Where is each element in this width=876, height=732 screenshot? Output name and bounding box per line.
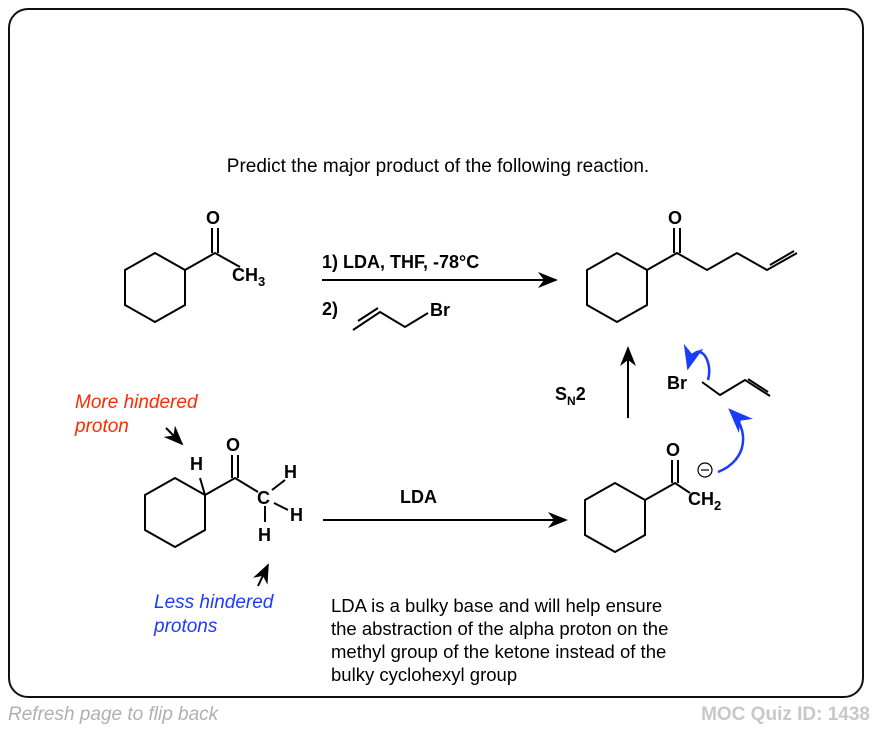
alpha-carbon: C [257, 488, 270, 508]
step2-label: 2) [322, 299, 338, 319]
h-methyl-3: H [258, 525, 271, 545]
quiz-id: MOC Quiz ID: 1438 [701, 704, 870, 725]
h-methyl-1: H [284, 462, 297, 482]
sn2-label: SN2 [555, 384, 586, 408]
start-oxygen: O [206, 208, 220, 228]
start-cyclohexane [124, 251, 186, 324]
reagent-br: Br [430, 300, 450, 320]
enolate-oxygen: O [666, 440, 680, 460]
product-cyclohexane [586, 251, 648, 324]
step1-label: 1) LDA, THF, -78°C [322, 252, 479, 272]
lda-label: LDA [400, 487, 437, 507]
question-text: Predict the major product of the followi… [226, 156, 650, 177]
enolate-cyclohexane [584, 481, 646, 554]
quiz-card[interactable] [8, 8, 864, 698]
flip-back-hint: Refresh page to flip back [8, 704, 219, 725]
h-alpha-ring: H [190, 454, 203, 474]
br-label: Br [667, 373, 687, 393]
carbanion-ch2: CH2 [688, 489, 721, 513]
start-ch3: CH3 [232, 265, 265, 289]
left-oxygen: O [226, 435, 240, 455]
product-oxygen: O [668, 208, 682, 228]
left-cyclohexane [144, 476, 206, 549]
h-methyl-2: H [290, 505, 303, 525]
explanation-text: LDA is a bulky base and will help ensure… [331, 595, 669, 685]
